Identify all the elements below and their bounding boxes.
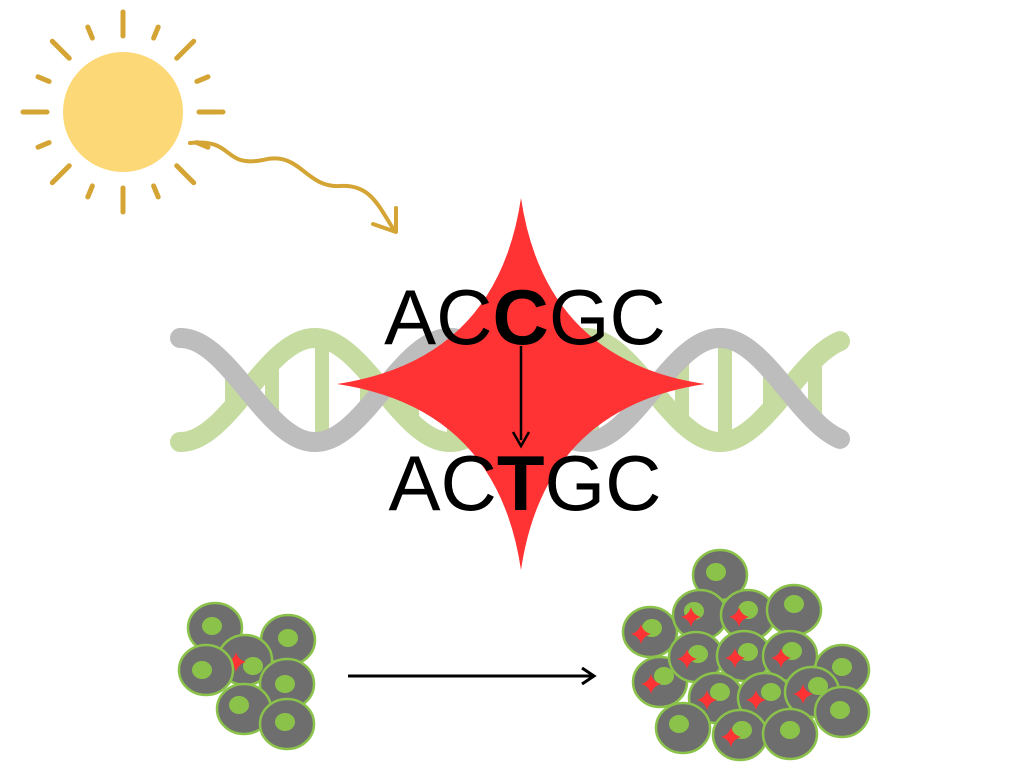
cell-nucleus xyxy=(710,683,730,701)
mutated-sequence: ACTGC xyxy=(388,439,661,527)
mutated-cell xyxy=(711,708,769,762)
sun-ray xyxy=(49,163,72,186)
cell xyxy=(765,583,823,637)
sun-ray xyxy=(194,74,211,84)
cell-nucleus xyxy=(784,595,804,613)
sun-ray xyxy=(174,38,197,61)
mutation-mark xyxy=(729,607,749,627)
cell-nucleus xyxy=(782,642,802,660)
original-sequence: ACCGC xyxy=(384,273,666,361)
cell-nucleus xyxy=(192,661,212,679)
cell-cluster-before xyxy=(177,601,317,751)
cell-nucleus xyxy=(202,617,222,635)
mutation-mark xyxy=(226,652,246,672)
cell xyxy=(654,701,712,755)
mutation-mark xyxy=(771,648,791,668)
cell-nucleus xyxy=(732,721,752,739)
cell-nucleus xyxy=(830,701,850,719)
cell xyxy=(761,707,819,761)
cell-nucleus xyxy=(832,658,852,676)
cell-nucleus xyxy=(275,713,295,731)
cell xyxy=(177,643,235,697)
mutation-mark xyxy=(677,649,697,669)
sun-disc xyxy=(63,52,183,172)
cell-nucleus xyxy=(808,677,828,695)
cell-nucleus xyxy=(275,675,295,693)
cell-nucleus xyxy=(738,643,758,661)
sun-ray xyxy=(85,24,95,41)
mutated-suffix: GC xyxy=(545,439,662,527)
sun-ray xyxy=(35,140,52,150)
mutated-cell xyxy=(621,605,679,659)
cell-cluster-after xyxy=(621,548,871,762)
original-suffix: GC xyxy=(549,273,666,361)
sun-ray xyxy=(174,163,197,186)
mutation-mark xyxy=(746,690,766,710)
sun-ray xyxy=(151,183,161,200)
mutated-prefix: AC xyxy=(388,439,496,527)
cell-nucleus xyxy=(243,657,263,675)
cell xyxy=(258,697,316,751)
proliferation-arrow xyxy=(348,666,597,686)
mutation-mark xyxy=(631,624,651,644)
original-prefix: AC xyxy=(384,273,492,361)
mutation-mark xyxy=(793,684,813,704)
cell-nucleus xyxy=(761,683,781,701)
cell-nucleus xyxy=(229,696,249,714)
sun-icon xyxy=(20,9,226,215)
mutation-mark xyxy=(697,690,717,710)
sun-ray xyxy=(49,38,72,61)
wavy-arrow-icon xyxy=(188,140,398,234)
mutation-arrow xyxy=(511,346,531,449)
mutation-mark xyxy=(721,727,741,747)
sun-ray xyxy=(85,183,95,200)
mutation-mark xyxy=(725,648,745,668)
cell-nucleus xyxy=(669,715,689,733)
cell-nucleus xyxy=(780,721,800,739)
cell-nucleus xyxy=(654,667,674,685)
mutation-mark xyxy=(641,674,661,694)
sun-ray xyxy=(35,74,52,84)
cell-nucleus xyxy=(706,563,726,581)
mutated-base: T xyxy=(497,439,545,527)
cell-nucleus xyxy=(278,629,298,647)
cell xyxy=(813,685,871,739)
sun-ray xyxy=(151,24,161,41)
mutation-mark xyxy=(681,607,701,627)
